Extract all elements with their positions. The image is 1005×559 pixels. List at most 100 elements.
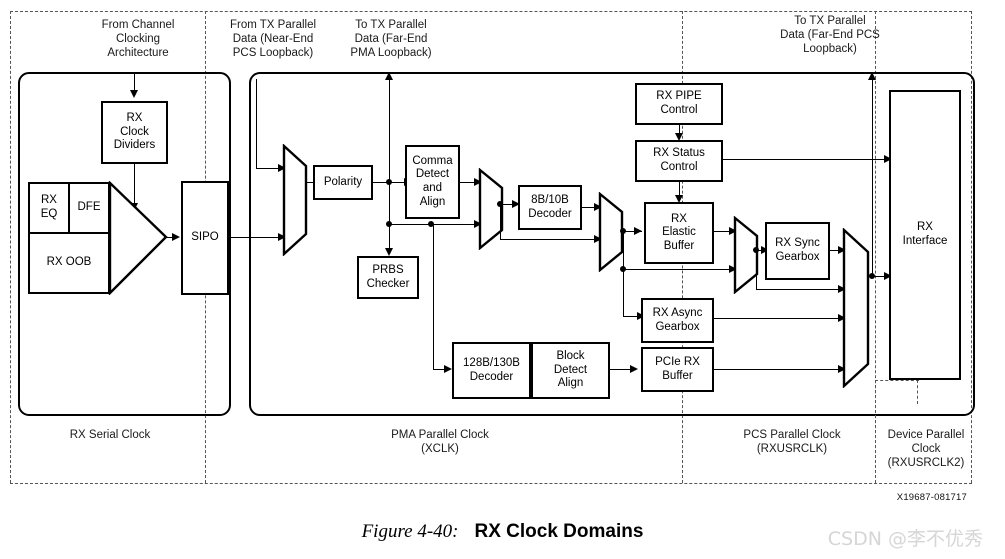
wire-mux4-bypass-down — [756, 250, 757, 289]
wire-polarity-to-prbs — [389, 182, 390, 251]
figure-id: X19687-081717 — [896, 492, 967, 503]
wire-elastic-to-mux4 — [714, 231, 733, 232]
arrow-sipo-to-mux1 — [278, 233, 286, 241]
pma-serial-block — [18, 72, 231, 416]
wire-rx-interface-feedback-corner — [875, 380, 876, 483]
domain-divider-left-edge — [10, 11, 11, 483]
wire-8b10b-bypass-rail — [500, 239, 598, 240]
arrow-comma-to-mux2 — [474, 178, 482, 186]
block-dfe: DFE — [68, 182, 110, 234]
block-prbs-checker: PRBS Checker — [357, 256, 419, 299]
wire-pipe-to-status — [679, 125, 680, 136]
block-rx-interface: RX Interface — [889, 90, 961, 380]
block-block-detect-align: Block Detect Align — [531, 342, 610, 399]
wire-rx-interface-feedback-down — [917, 380, 918, 404]
junction-mux5-out — [869, 273, 875, 279]
label-rx-serial-clock: RX Serial Clock — [69, 429, 151, 441]
block-sipo: SIPO — [181, 181, 229, 295]
wire-pcie-buffer-to-mux5 — [714, 369, 842, 370]
wire-mux3-to-elastic — [622, 231, 642, 232]
arrow-pma-loopback-up — [385, 72, 393, 80]
wire-pma-loopback-up — [389, 80, 390, 182]
wire-amp-to-sipo — [164, 237, 176, 238]
block-rx-elastic-buffer: RX Elastic Buffer — [644, 202, 714, 264]
block-128b130b-decoder: 128B/130B Decoder — [452, 342, 531, 399]
wire-async-gearbox-to-mux5 — [714, 318, 842, 319]
wire-elastic-bypass-rail — [623, 269, 733, 270]
wire-mux5-to-rx-interface — [868, 276, 890, 277]
arrow-pcie-buffer-to-mux5 — [838, 365, 846, 373]
arrow-status-to-rx-interface — [884, 155, 892, 163]
block-rx-clock-dividers: RX Clock Dividers — [101, 101, 168, 164]
arrow-mux3-to-elastic — [634, 227, 642, 235]
arrow-block-detect-to-pcie — [630, 365, 638, 373]
wire-mux4-bypass-rail — [756, 289, 842, 290]
arrow-polarity-to-prbs — [385, 248, 393, 256]
wire-sipo-to-mux1 — [229, 237, 282, 238]
wire-rx-interface-feedback-left — [875, 380, 919, 381]
figure-number: Figure 4-40: — [361, 521, 459, 542]
arrow-8b10b-bypass-to-mux3 — [594, 235, 602, 243]
wire-8b10b-to-mux3 — [582, 207, 598, 208]
wire-status-to-rx-interface — [723, 159, 889, 160]
arrow-async-gearbox-to-mux5 — [838, 314, 846, 322]
block-8b10b-decoder: 8B/10B Decoder — [518, 185, 582, 230]
outer-frame-right-edge — [971, 11, 972, 483]
label-pma-parallel-clock: PMA Parallel Clock (XCLK) — [391, 429, 489, 456]
block-rx-async-gearbox: RX Async Gearbox — [641, 298, 714, 343]
figure-caption: Figure 4-40: RX Clock Domains — [0, 521, 1005, 543]
label-device-parallel-clock: Device Parallel Clock (RXUSRCLK2) — [887, 429, 965, 470]
wire-pcs-loopback-up — [872, 80, 873, 276]
arrow-status-to-elastic — [675, 195, 683, 203]
block-rx-sync-gearbox: RX Sync Gearbox — [765, 222, 830, 280]
arrow-tx-loopback-to-mux1 — [278, 164, 286, 172]
outer-frame-top — [10, 11, 972, 12]
arrow-mux4-bypass-to-mux5 — [838, 285, 846, 293]
mux-rx-path-select — [282, 144, 308, 256]
arrow-to-128b130b — [444, 365, 452, 373]
wire-mux3-to-async-gearbox — [623, 316, 641, 317]
arrow-sync-gearbox-to-mux5 — [838, 246, 846, 254]
mux-comma-bypass-select — [478, 168, 504, 250]
block-pcie-rx-buffer: PCIe RX Buffer — [641, 347, 714, 392]
wire-tx-loopback-to-mux1 — [256, 168, 282, 169]
arrow-pcs-loopback-up — [868, 72, 876, 80]
block-rx-oob: RX OOB — [28, 232, 110, 294]
arrow-elastic-to-mux4 — [729, 227, 737, 235]
wire-to-128b130b-down — [433, 224, 434, 369]
arrow-8b10b-to-mux3 — [594, 203, 602, 211]
arrow-channel-clock-in — [130, 90, 138, 98]
arrow-amp-to-sipo — [172, 233, 180, 241]
domain-divider-pcs-device — [875, 11, 876, 483]
label-from-tx-parallel-data-near-end-pcs-loopback: From TX Parallel Data (Near-End PCS Loop… — [229, 19, 317, 60]
arrow-pipe-to-status — [675, 133, 683, 141]
block-rx-pipe-control: RX PIPE Control — [635, 83, 723, 125]
label-to-tx-parallel-data-far-end-pma-loopback: To TX Parallel Data (Far-End PMA Loopbac… — [350, 19, 432, 60]
block-rx-status-control: RX Status Control — [635, 140, 723, 182]
block-polarity: Polarity — [313, 165, 373, 200]
mux-decoder-bypass-select — [598, 192, 624, 272]
pcs-block — [249, 72, 975, 416]
figure-title: RX Clock Domains — [474, 521, 644, 542]
wire-sync-gearbox-to-mux5 — [830, 250, 842, 251]
wire-8b10b-bypass-down — [500, 204, 501, 239]
wire-mux3-branch-down — [623, 231, 624, 316]
arrow-bypass-to-mux2 — [474, 220, 482, 228]
block-comma-detect-and-align: Comma Detect and Align — [405, 145, 460, 219]
wire-to-128b130b — [433, 369, 446, 370]
rx-analog-amplifier — [108, 181, 168, 295]
wire-comma-to-mux2 — [460, 182, 478, 183]
watermark-text: CSDN @李不优秀 — [827, 528, 983, 550]
wire-channel-clock-in — [134, 72, 135, 92]
arrow-mux2-to-8b10b — [512, 200, 520, 208]
mux-rx-interface-select — [842, 228, 870, 388]
wire-tx-loopback-down — [256, 79, 257, 168]
block-rx-eq: RX EQ — [28, 182, 70, 234]
arrow-mux5-to-rx-interface — [884, 272, 892, 280]
label-to-tx-parallel-data-far-end-pcs-loopback: To TX Parallel Data (Far-End PCS Loopbac… — [780, 15, 880, 56]
wire-block-detect-to-pcie — [610, 369, 634, 370]
mux-elastic-bypass-select — [733, 216, 759, 294]
junction-bypass-mid — [428, 221, 434, 227]
arrow-elastic-bypass-to-mux4 — [729, 265, 737, 273]
